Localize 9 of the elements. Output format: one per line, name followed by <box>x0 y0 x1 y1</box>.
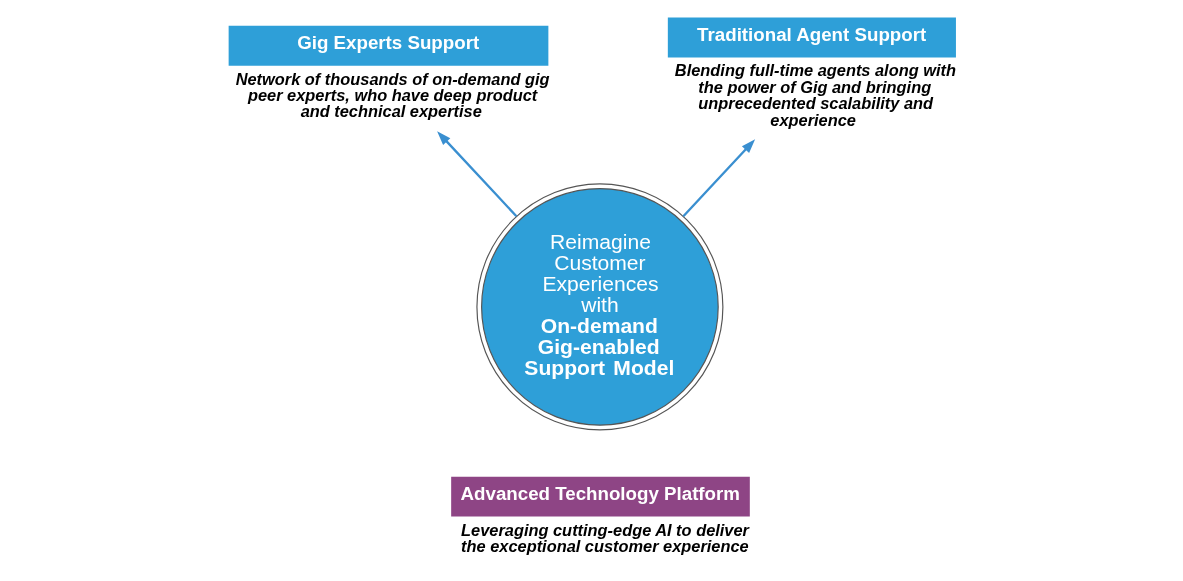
arrow <box>682 139 755 218</box>
node-box: Traditional Agent Support <box>667 17 956 58</box>
node-label: Leveraging cutting-edge AI to deliver the exceptional customer experience <box>460 520 749 555</box>
node-label: Network of thousands of on-demand gig peer experts, who have deep product and technical expertise <box>235 69 550 121</box>
node-circle: Reimagine Customer Experiences with On-demand Gig-enabled Support Model <box>475 183 723 431</box>
arrow <box>436 131 517 218</box>
node-box: Advanced Technology Platform <box>450 476 750 517</box>
node-box: Gig Experts Support <box>228 25 548 66</box>
node-label: Blending full-time agents along with the power of Gig and bringing unprecedented scalability and experience <box>674 61 956 129</box>
